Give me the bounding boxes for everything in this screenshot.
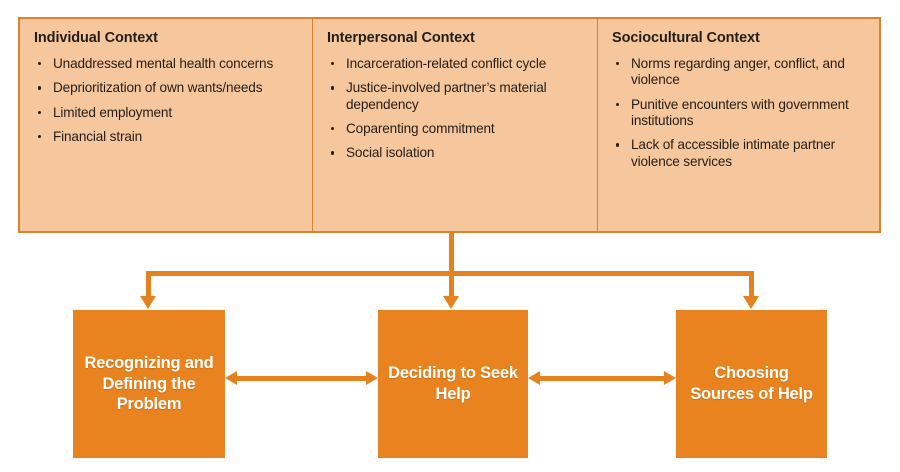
list-item: Unaddressed mental health concerns <box>34 56 298 72</box>
bullet-dot-icon <box>331 151 335 155</box>
arrow-head-left-icon <box>225 371 237 385</box>
bullet-dot-icon <box>38 61 42 66</box>
arrow-head-left-icon <box>528 371 540 385</box>
list-item: Limited employment <box>34 105 298 121</box>
arrow-head-right-icon <box>664 371 676 385</box>
list-item: Incarceration-related conflict cycle <box>327 56 583 72</box>
list-item-text: Lack of accessible intimate partner viol… <box>631 137 836 169</box>
context-column-title: Interpersonal Context <box>327 30 475 46</box>
arrow-head-right-icon <box>366 371 378 385</box>
list-item-text: Punitive encounters with government inst… <box>631 96 849 128</box>
bullet-dot-icon <box>331 86 335 90</box>
stage-label: Choosing Sources of Help <box>690 364 813 403</box>
list-item: Punitive encounters with government inst… <box>612 97 865 130</box>
list-item-text: Limited employment <box>53 104 172 120</box>
list-item-text: Financial strain <box>53 128 143 144</box>
list-item: Norms regarding anger, conflict, and vio… <box>612 56 865 89</box>
arrow-shaft <box>539 376 665 381</box>
stage-box-deciding-to-seek-help: Deciding to Seek Help <box>378 310 528 458</box>
list-item: Deprioritization of own wants/needs <box>34 80 298 96</box>
bullet-dot-icon <box>38 134 42 139</box>
list-item-text: Justice-involved partner’s material depe… <box>346 80 547 112</box>
context-column-interpersonal: Interpersonal Context Incarceration-rela… <box>312 19 597 231</box>
list-item-text: Unaddressed mental health concerns <box>53 55 274 71</box>
context-column-title: Sociocultural Context <box>612 30 760 46</box>
list-item-text: Norms regarding anger, conflict, and vio… <box>631 55 845 88</box>
stage-label: Deciding to Seek Help <box>388 364 518 403</box>
bullet-dot-icon <box>38 86 42 90</box>
context-column-individual: Individual Context Unaddressed mental he… <box>20 19 312 231</box>
bullet-dot-icon <box>331 126 335 131</box>
connector-drop-line-right <box>749 271 754 298</box>
double-arrow-icon-stage2-stage3 <box>528 371 676 385</box>
list-item: Coparenting commitment <box>327 121 583 137</box>
context-bullet-list: Norms regarding anger, conflict, and vio… <box>612 56 865 170</box>
arrow-down-icon-left <box>140 296 156 309</box>
context-bullet-list: Unaddressed mental health concerns Depri… <box>34 56 298 145</box>
context-column-title: Individual Context <box>34 30 158 46</box>
bullet-dot-icon <box>616 102 620 106</box>
connector-drop-line-center <box>449 271 454 298</box>
list-item: Financial strain <box>34 129 298 145</box>
context-bullet-list: Incarceration-related conflict cycle Jus… <box>327 56 583 162</box>
context-panel: Individual Context Unaddressed mental he… <box>18 17 881 233</box>
arrow-down-icon-center <box>443 296 459 309</box>
stage-box-choosing-sources-of-help: Choosing Sources of Help <box>676 310 827 458</box>
arrow-shaft <box>236 376 367 381</box>
list-item-text: Incarceration-related conflict cycle <box>346 55 547 71</box>
connector-stem <box>449 233 454 275</box>
list-item: Justice-involved partner’s material depe… <box>327 80 583 113</box>
bullet-dot-icon <box>616 61 620 66</box>
double-arrow-icon-stage1-stage2 <box>225 371 378 385</box>
bullet-dot-icon <box>616 143 620 147</box>
list-item-text: Social isolation <box>346 145 435 161</box>
stage-box-recognizing-problem: Recognizing and Defining the Problem <box>73 310 225 458</box>
list-item: Social isolation <box>327 145 583 161</box>
list-item-text: Coparenting commitment <box>346 120 495 136</box>
context-column-sociocultural: Sociocultural Context Norms regarding an… <box>597 19 879 231</box>
connector-drop-line-left <box>146 271 151 298</box>
bullet-dot-icon <box>331 61 335 66</box>
arrow-down-icon-right <box>743 296 759 309</box>
stage-label: Recognizing and Defining the Problem <box>84 353 214 414</box>
list-item-text: Deprioritization of own wants/needs <box>53 80 263 96</box>
list-item: Lack of accessible intimate partner viol… <box>612 137 865 170</box>
bullet-dot-icon <box>38 110 42 114</box>
